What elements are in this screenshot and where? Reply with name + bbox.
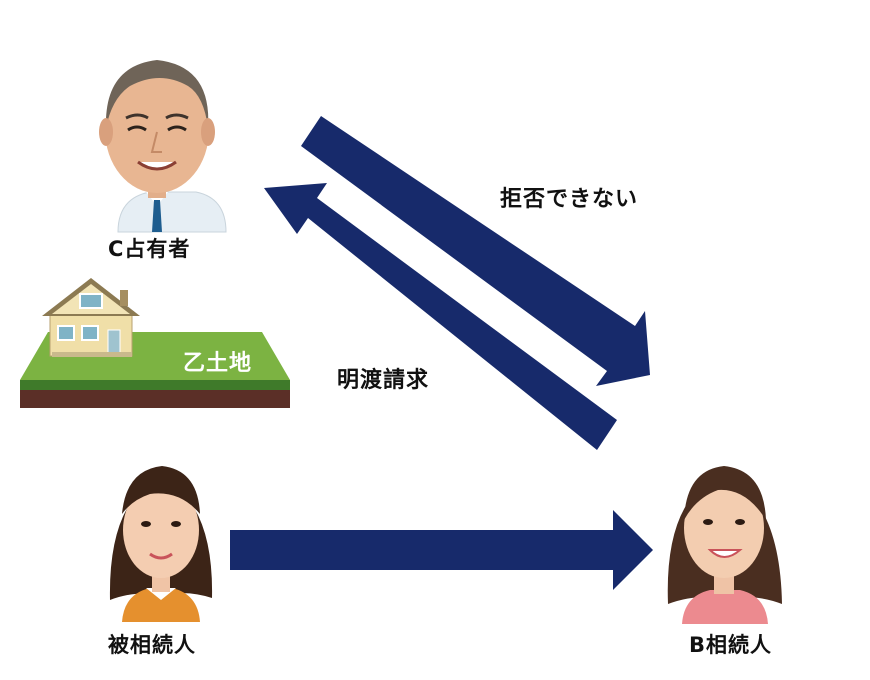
arrow-inheritance	[230, 510, 653, 590]
arrow-demand	[264, 183, 617, 450]
house-icon	[42, 278, 140, 357]
refuse-label: 拒否できない	[500, 187, 639, 212]
heir-portrait	[667, 466, 782, 624]
occupant-portrait	[99, 60, 227, 233]
demand-label: 明渡請求	[337, 368, 430, 393]
decedent-portrait	[109, 466, 213, 622]
land-label: 乙土地	[183, 351, 253, 376]
occupant-label: C占有者	[108, 237, 191, 261]
arrow-refuse	[301, 116, 650, 386]
decedent-label: 被相続人	[108, 633, 196, 657]
land-plot	[20, 332, 290, 408]
heir-label: B相続人	[689, 633, 773, 657]
